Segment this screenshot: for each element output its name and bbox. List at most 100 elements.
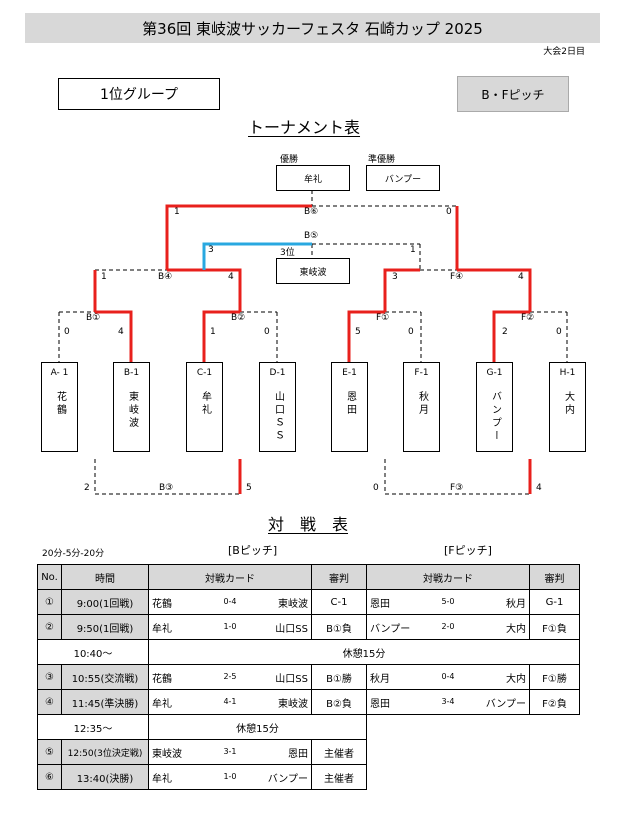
team-code: B-1: [123, 368, 140, 378]
team-code: F-1: [414, 368, 429, 378]
match-time: 11:45(準決勝): [61, 689, 149, 715]
score: 3-4: [441, 697, 455, 706]
third-left-score: 3: [208, 245, 214, 255]
team-b: 山口SS: [275, 624, 308, 635]
blank-cell: [367, 765, 580, 790]
f-referee: F②負: [529, 689, 580, 715]
exchange-score: 2: [84, 483, 90, 493]
pitch-label: B・Fピッチ: [457, 76, 569, 112]
champion-label: 優勝: [280, 155, 299, 165]
runner-up-box: バンプー: [366, 165, 440, 191]
exchange-match-label: B③: [159, 483, 174, 493]
match-no: ④: [37, 689, 62, 715]
qf-score: 0: [556, 327, 562, 337]
match-time: 13:40(決勝): [61, 764, 149, 790]
score: 1-0: [223, 772, 237, 781]
score: 2-0: [441, 622, 455, 631]
team-name: 恩田: [344, 391, 356, 417]
score: 5-0: [441, 597, 455, 606]
semi-left-left-score: 1: [101, 272, 107, 282]
team-code: D-1: [269, 368, 286, 378]
match-no: ③: [37, 664, 62, 690]
semi-left-right-score: 4: [228, 272, 234, 282]
qf-score: 2: [502, 327, 508, 337]
b-referee: C-1: [311, 589, 367, 615]
team-a: 花鶴: [152, 599, 172, 610]
runner-up-label: 準優勝: [368, 155, 396, 165]
third-right-score: 1: [410, 245, 416, 255]
team-code: H-1: [559, 368, 576, 378]
b-referee: 主催者: [311, 764, 367, 790]
match-no: ①: [37, 589, 62, 615]
semi-left-match: B④: [158, 272, 173, 282]
b-referee: B①負: [311, 614, 367, 640]
break-time: 12:35～: [37, 714, 149, 740]
group-label: 1位グループ: [58, 78, 220, 110]
team-code: A- 1: [50, 368, 69, 378]
qf-match-label: F①: [376, 313, 390, 323]
team-b: 大内: [506, 674, 526, 685]
semi-right-right-score: 4: [518, 272, 524, 282]
table-row: ⑥ 13:40(決勝) 牟礼 1-0 バンプー 主催者: [37, 764, 580, 790]
page-title: 第36回 東岐波サッカーフェスタ 石崎カップ 2025: [25, 13, 600, 43]
score: 4-1: [223, 697, 237, 706]
col-f-ref: 審判: [529, 564, 580, 590]
team-a: 花鶴: [152, 674, 172, 685]
break-row: 10:40～ 休憩15分: [37, 639, 580, 665]
qf-score: 0: [64, 327, 70, 337]
score: 0-4: [441, 672, 455, 681]
exchange-match-label: F③: [450, 483, 464, 493]
team-name: 秋月: [416, 391, 428, 417]
col-time: 時間: [61, 564, 149, 590]
match-no: ⑥: [37, 764, 62, 790]
exchange-score: 0: [373, 483, 379, 493]
team-a: 恩田: [370, 699, 390, 710]
qf-score: 0: [264, 327, 270, 337]
f-pitch-label: [Fピッチ]: [444, 544, 492, 557]
team-b: バンプー: [267, 774, 308, 785]
table-header-row: No. 時間 対戦カード 審判 対戦カード 審判: [37, 564, 580, 590]
exchange-score: 4: [536, 483, 542, 493]
team-a: 秋月: [370, 674, 390, 685]
team-a: バンプー: [370, 624, 411, 635]
match-format: 20分-5分-20分: [42, 549, 105, 559]
semi-right-match: F④: [450, 272, 464, 282]
col-no: No.: [37, 564, 62, 590]
team-name: バンプー: [489, 391, 501, 443]
day-label: 大会2日目: [543, 47, 585, 57]
f-referee: F①勝: [529, 664, 580, 690]
qf-score: 0: [408, 327, 414, 337]
runner-up-name: バンプー: [384, 174, 422, 185]
final-right-score: 0: [446, 207, 452, 217]
team-name: 大内: [562, 391, 574, 417]
final-left-score: 1: [174, 207, 180, 217]
team-name: 東岐波: [126, 391, 138, 430]
score: 3-1: [223, 747, 237, 756]
b-referee: B①勝: [311, 664, 367, 690]
qf-score: 5: [355, 327, 361, 337]
team-box: F-1 秋月: [403, 362, 440, 452]
blank-cell: [367, 715, 580, 740]
score: 1-0: [223, 622, 237, 631]
team-code: E-1: [342, 368, 357, 378]
break-label: 休憩15分: [148, 639, 580, 665]
schedule-title: 対 戦 表: [268, 515, 349, 534]
team-a: 牟礼: [152, 774, 172, 785]
score: 0-4: [223, 597, 237, 606]
team-box: H-1 大内: [549, 362, 586, 452]
third-label: 3位: [280, 248, 295, 258]
match-time: 10:55(交流戦): [61, 664, 149, 690]
team-code: C-1: [196, 368, 213, 378]
